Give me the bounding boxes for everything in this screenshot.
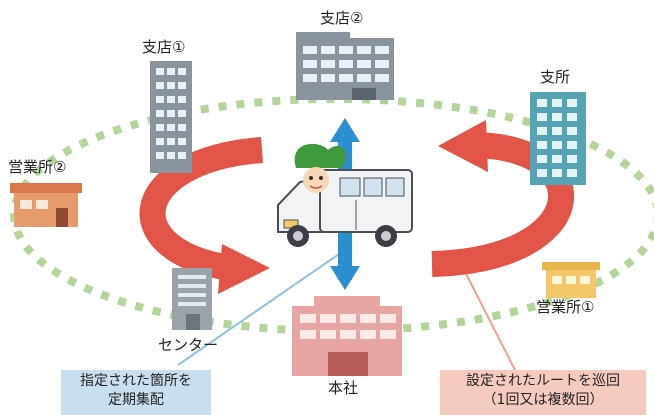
head-office-building — [292, 296, 402, 376]
mascot-driver-icon — [294, 143, 346, 193]
branch-office-building — [530, 92, 586, 185]
left-loop-arrow — [139, 137, 270, 294]
center-building — [172, 268, 212, 330]
right-loop-arrow — [431, 120, 574, 277]
periodic-pickup-line2: 定期集配 — [108, 392, 164, 408]
sales-office2-building — [10, 183, 82, 227]
sales-office1-label: 営業所① — [536, 298, 595, 316]
route-patrol-callout: 設定されたルートを巡回 （1回又は複数回） — [440, 370, 646, 415]
branch2-label: 支店② — [320, 9, 364, 27]
branch2-building — [296, 32, 394, 100]
branch1-building — [150, 61, 192, 173]
route-patrol-line1: 設定されたルートを巡回 — [466, 373, 620, 389]
sales-office2-label: 営業所② — [8, 158, 67, 176]
periodic-pickup-callout: 指定された箇所を 定期集配 — [61, 370, 211, 415]
sales-office1-building — [542, 262, 600, 298]
delivery-van-icon — [277, 169, 413, 247]
head-office-label: 本社 — [328, 379, 359, 397]
left-callout-leader — [177, 251, 343, 366]
branch1-label: 支店① — [142, 38, 186, 56]
center-label: センター — [158, 336, 219, 354]
periodic-pickup-line1: 指定された箇所を — [80, 373, 192, 389]
right-callout-leader — [459, 261, 516, 371]
branch-office-label: 支所 — [540, 68, 571, 86]
route-patrol-line2: （1回又は複数回） — [482, 392, 604, 408]
